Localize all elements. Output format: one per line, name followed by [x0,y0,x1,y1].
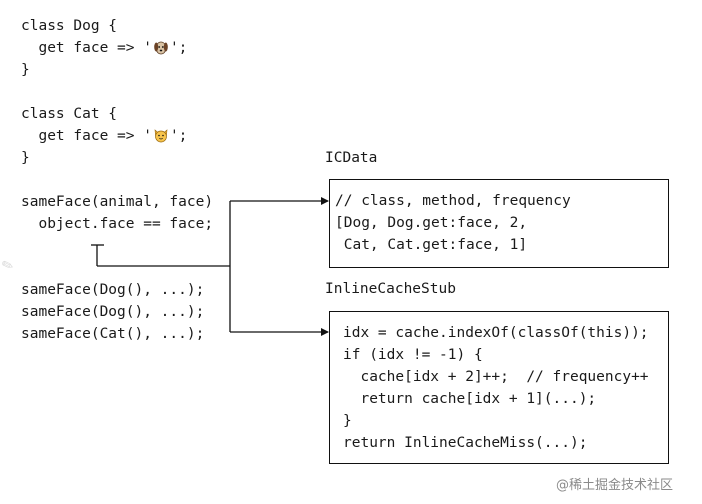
stub-line: idx = cache.indexOf(classOf(this)); [343,325,649,341]
cat-getter-suffix: '; [169,128,188,144]
inline-cache-stub-box: idx = cache.indexOf(classOf(this)); if (… [329,311,669,464]
icdata-line: Cat, Cat.get:face, 1] [335,237,528,253]
stub-line: return cache[idx + 1](...); [343,391,597,407]
inline-cache-stub-title: InlineCacheStub [325,281,456,297]
cat-getter-line: get face => ' '; [21,126,187,146]
dog-getter-suffix: '; [169,40,188,56]
icdata-box: // class, method, frequency [Dog, Dog.ge… [329,179,669,268]
dog-face-icon [154,41,168,55]
call-line-3: sameFace(Cat(), ...); [21,326,205,342]
dog-class-line: class Dog { [21,18,118,34]
stub-line: if (idx != -1) { [343,347,483,363]
icdata-title: ICData [325,150,378,166]
cat-face-icon [154,129,168,143]
cat-getter-prefix: get face => ' [21,128,152,144]
stub-line: cache[idx + 2]++; // frequency++ [343,369,649,385]
stub-line: } [343,413,352,429]
cat-class-line: class Cat { [21,106,118,122]
call-line-2: sameFace(Dog(), ...); [21,304,205,320]
dog-getter-line: get face => ' '; [21,38,187,58]
dog-getter-prefix: get face => ' [21,40,152,56]
call-line-1: sameFace(Dog(), ...); [21,282,205,298]
watermark-text: @稀土掘金技术社区 [556,478,674,493]
icdata-line: // class, method, frequency [335,193,571,209]
same-face-body: object.face == face; [21,216,214,232]
icdata-line: [Dog, Dog.get:face, 2, [335,215,528,231]
dog-close-line: } [21,62,30,78]
same-face-signature: sameFace(animal, face) [21,194,214,210]
stub-line: return InlineCacheMiss(...); [343,435,588,451]
cat-close-line: } [21,150,30,166]
